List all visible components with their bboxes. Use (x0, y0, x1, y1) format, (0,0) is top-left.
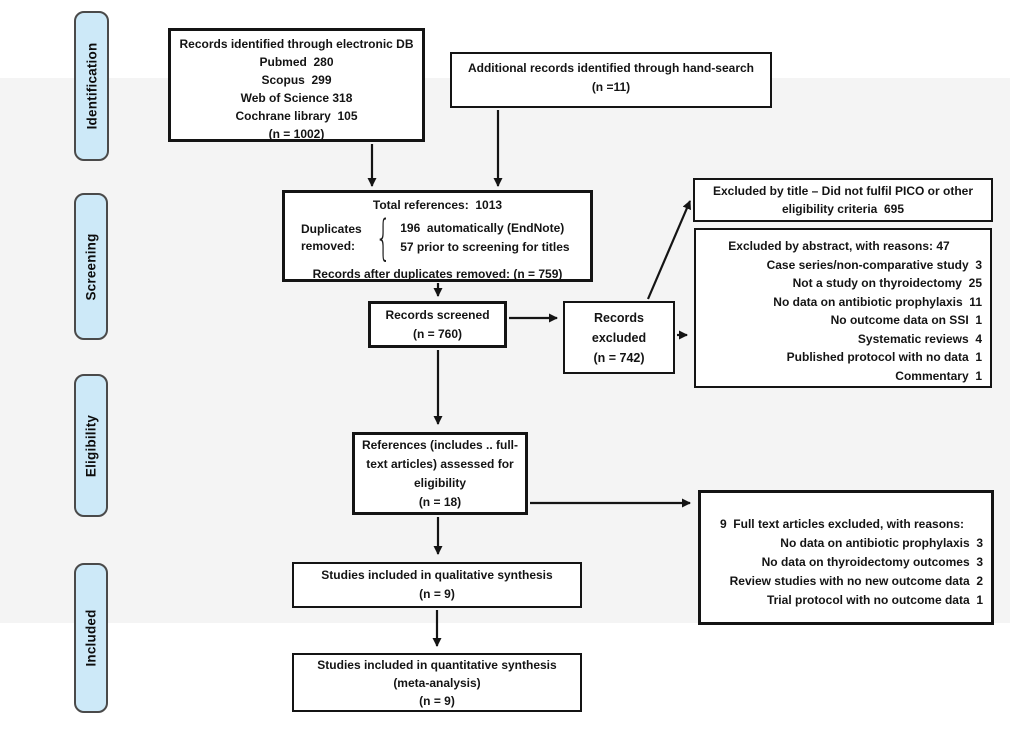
reason-line: No outcome data on SSI 1 (830, 313, 982, 327)
box-line: Cochrane library 105 (235, 109, 358, 123)
box-line: text articles) assessed for (366, 456, 514, 471)
stage-eligibility: Eligibility (74, 374, 108, 517)
box-line: (n = 9) (419, 587, 455, 601)
box-records-identified: Records identified through electronic DB… (168, 28, 425, 142)
box-line: Web of Science 318 (240, 91, 353, 105)
box-line: Additional records identified through ha… (467, 61, 755, 75)
excluded-by-abstract-heading: Excluded by abstract, with reasons: 47 (728, 239, 950, 253)
stage-identification: Identification (74, 11, 109, 161)
box-line: (n = 1002) (268, 127, 325, 141)
reason-line: Trial protocol with no outcome data 1 (766, 593, 983, 607)
reason-line: No data on antibiotic prophylaxis 3 (780, 536, 983, 550)
box-line: (n = 9) (419, 693, 455, 708)
box-line: Records screened (385, 307, 490, 322)
records-after-duplicates: Records after duplicates removed: (n = 7… (312, 267, 563, 281)
fulltext-excluded-heading: 9 Full text articles excluded, with reas… (719, 517, 965, 531)
duplicates-removed-row: Duplicates removed: { 196 automatically … (285, 210, 590, 266)
box-references-assessed: References (includes .. full- text artic… (352, 432, 528, 515)
box-total-references: Total references: 1013 Duplicates remove… (282, 190, 593, 282)
stage-screening-label: Screening (83, 232, 99, 301)
reason-line: Commentary 1 (895, 368, 982, 383)
reason-line: Systematic reviews 4 (857, 331, 982, 346)
box-line: eligibility criteria 695 (781, 202, 905, 216)
stage-screening: Screening (74, 193, 108, 340)
box-records-excluded: Records excluded (n = 742) (563, 301, 675, 374)
curly-brace: { (375, 210, 391, 266)
stage-included: Included (74, 563, 108, 713)
duplicates-removed-label: Duplicates removed: (301, 222, 362, 253)
reason-line: Published protocol with no data 1 (786, 350, 982, 364)
box-line: Records identified through electronic DB (179, 37, 414, 51)
box-line: Records (593, 310, 645, 325)
box-line: (n = 760) (412, 326, 463, 341)
box-excluded-by-title: Excluded by title – Did not fulfil PICO … (693, 178, 993, 222)
box-line: Scopus 299 (261, 73, 332, 87)
box-excluded-by-abstract: Excluded by abstract, with reasons: 47 C… (694, 228, 992, 388)
box-records-screened: Records screened (n = 760) (368, 301, 507, 348)
box-line: excluded (591, 330, 647, 345)
box-hand-search: Additional records identified through ha… (450, 52, 772, 108)
duplicates-removed-items: 196 automatically (EndNote) 57 prior to … (400, 221, 570, 254)
reason-line: No data on thyroidectomy outcomes 3 (761, 555, 983, 569)
box-line: (n = 18) (418, 494, 462, 509)
box-line: (meta-analysis) (393, 675, 481, 690)
stage-eligibility-label: Eligibility (83, 414, 99, 477)
box-qualitative-synthesis: Studies included in qualitative synthesi… (292, 562, 582, 608)
box-line: (n =11) (591, 80, 631, 94)
box-quantitative-synthesis: Studies included in quantitative synthes… (292, 653, 582, 712)
box-line: eligibility (413, 475, 466, 490)
box-line: Excluded by title – Did not fulfil PICO … (712, 184, 973, 198)
box-fulltext-excluded: 9 Full text articles excluded, with reas… (698, 490, 994, 625)
box-line: Studies included in qualitative synthesi… (321, 568, 553, 582)
reason-line: No data on antibiotic prophylaxis 11 (773, 294, 982, 309)
reason-line: Not a study on thyroidectomy 25 (792, 276, 982, 290)
reason-line: Review studies with no new outcome data … (729, 574, 983, 588)
reason-line: Case series/non-comparative study 3 (766, 257, 982, 272)
total-references-title: Total references: 1013 (372, 198, 503, 212)
stage-included-label: Included (83, 609, 99, 667)
box-line: (n = 742) (593, 350, 645, 365)
box-line: References (includes .. full- (361, 437, 519, 452)
stage-identification-label: Identification (84, 42, 99, 130)
box-line: Studies included in quantitative synthes… (317, 657, 557, 672)
box-line: Pubmed 280 (259, 55, 334, 69)
